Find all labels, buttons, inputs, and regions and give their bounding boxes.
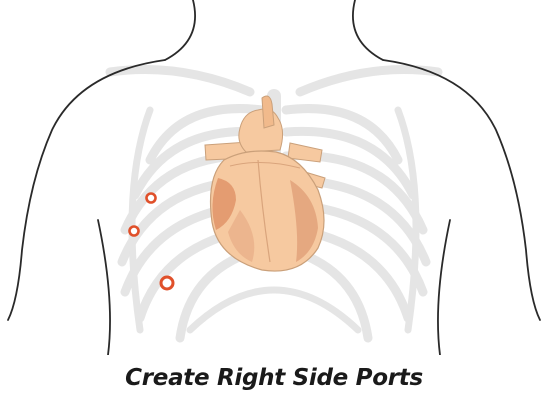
heart <box>205 96 325 271</box>
upper-port <box>147 194 156 203</box>
lower-port <box>161 277 173 289</box>
diagram-caption: Create Right Side Ports <box>0 358 548 398</box>
middle-port <box>130 227 139 236</box>
torso-illustration <box>0 0 548 355</box>
